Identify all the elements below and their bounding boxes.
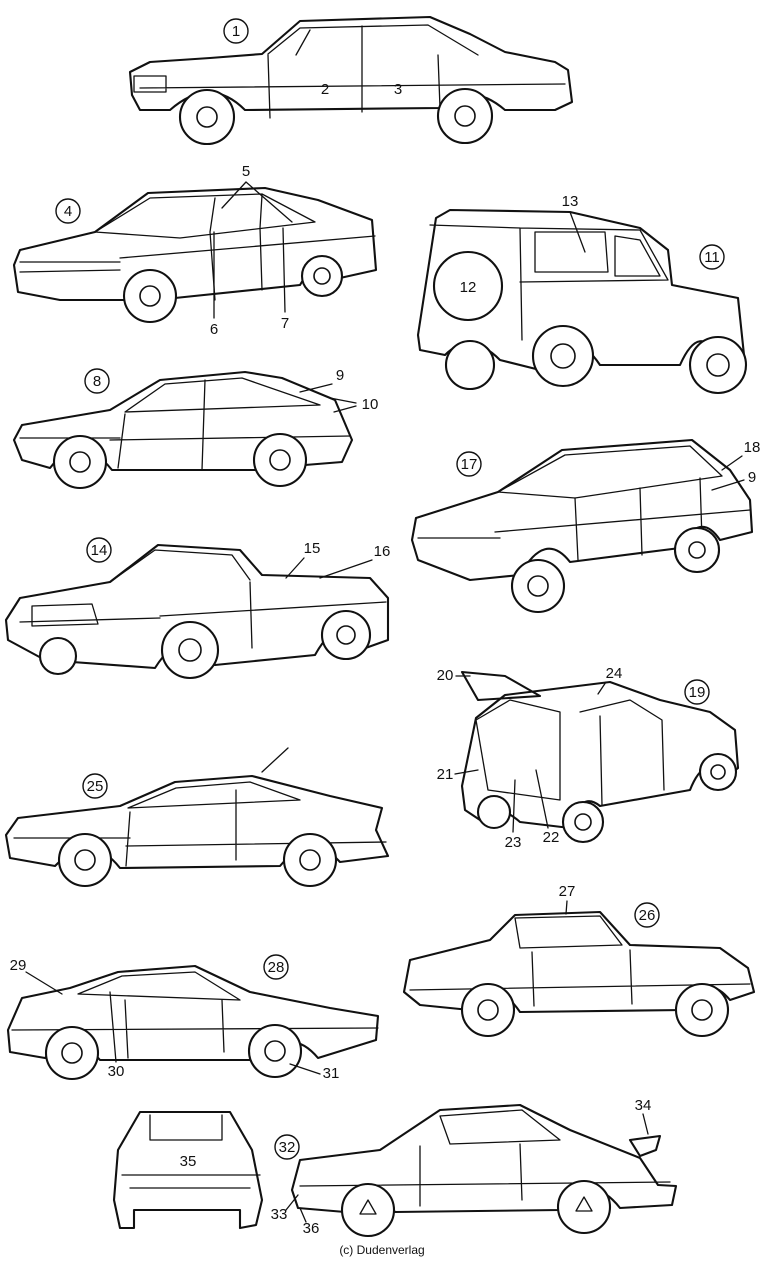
label-27: 27 <box>559 883 576 900</box>
label-33: 33 <box>271 1206 288 1223</box>
label-13: 13 <box>562 193 579 210</box>
label-31: 31 <box>323 1065 340 1082</box>
label-35: 35 <box>180 1153 197 1170</box>
label-18: 18 <box>744 439 761 456</box>
label-11: 11 <box>704 249 720 266</box>
callout-28 <box>263 954 289 980</box>
label-26: 26 <box>639 907 656 924</box>
label-17: 17 <box>461 456 478 473</box>
label-36: 36 <box>303 1220 320 1237</box>
car-8-fastback: 8 9 10 <box>12 367 379 490</box>
car-32-sports-car: 32 35 34 33 36 <box>112 1097 678 1238</box>
callout-26 <box>634 902 660 928</box>
callout-25 <box>82 773 108 799</box>
car-25-coupe: 25 <box>4 747 390 888</box>
rear-spoiler <box>628 1134 662 1158</box>
car-11-off-road: 11 12 13 <box>416 193 748 395</box>
label-28: 28 <box>268 959 285 976</box>
label-7: 7 <box>281 315 289 332</box>
label-9-car-8: 9 <box>336 367 344 384</box>
callout-4 <box>55 198 81 224</box>
car-17-estate: 17 18 9 <box>410 438 761 614</box>
label-15: 15 <box>304 540 321 557</box>
car-4-saloon-three-quarter: 4 5 6 7 <box>12 163 378 338</box>
callout-1 <box>223 18 249 44</box>
label-9-car-17: 9 <box>748 469 756 486</box>
label-22: 22 <box>543 829 560 846</box>
callout-14 <box>86 537 112 563</box>
label-8: 8 <box>93 373 101 390</box>
callout-11 <box>699 244 725 270</box>
label-34: 34 <box>635 1097 652 1114</box>
callout-32 <box>274 1134 300 1160</box>
car-28-sports-coupe: 28 29 30 31 <box>6 954 380 1082</box>
label-14: 14 <box>91 542 108 559</box>
label-23: 23 <box>505 834 522 851</box>
car-19-hatchback: 19 20 24 21 23 22 <box>437 665 740 851</box>
car-14-convertible: 14 15 16 <box>4 537 391 680</box>
callout-17 <box>456 451 482 477</box>
label-16: 16 <box>374 543 391 560</box>
label-2: 2 <box>321 81 329 98</box>
car-26-hardtop: 26 27 <box>402 883 756 1038</box>
car-1-saloon: 1 2 3 <box>128 15 574 146</box>
label-6: 6 <box>210 321 218 338</box>
label-19: 19 <box>689 684 706 701</box>
label-3: 3 <box>394 81 402 98</box>
label-29: 29 <box>10 957 27 974</box>
label-1: 1 <box>232 23 240 40</box>
label-24: 24 <box>606 665 623 682</box>
label-30: 30 <box>108 1063 125 1080</box>
label-4: 4 <box>64 203 72 220</box>
label-25: 25 <box>87 778 104 795</box>
label-10: 10 <box>362 396 379 413</box>
label-32: 32 <box>279 1139 296 1156</box>
label-12: 12 <box>460 279 477 296</box>
callout-19 <box>684 679 710 705</box>
callout-8 <box>84 368 110 394</box>
label-5: 5 <box>242 163 250 180</box>
label-21: 21 <box>437 766 454 783</box>
spare-wheel <box>432 250 504 322</box>
raised-tailgate <box>460 670 542 702</box>
label-20: 20 <box>437 667 454 684</box>
copyright-credit: (c) Dudenverlag <box>339 1243 425 1257</box>
